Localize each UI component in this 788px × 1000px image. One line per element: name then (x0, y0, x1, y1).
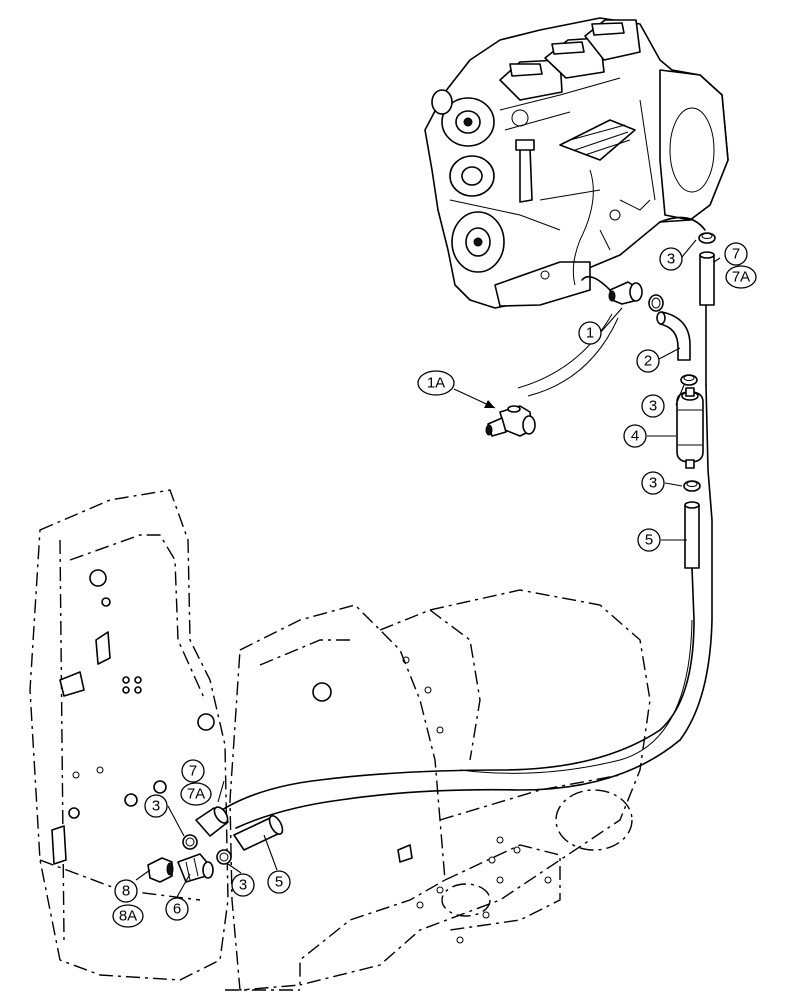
hose-clamp-filter-top (680, 374, 698, 386)
callout-3-filter-bottom-label: 3 (649, 475, 657, 492)
callout-8-label: 8 (122, 883, 130, 900)
callout-7A-lower: 7A (180, 782, 212, 806)
tank-fitting-6 (177, 853, 214, 883)
hose-clamp-upper-left (648, 294, 664, 312)
callout-5-upper: 5 (637, 528, 661, 552)
callout-6: 6 (165, 897, 189, 921)
callout-5-lower: 5 (267, 870, 291, 894)
callout-5-lower-label: 5 (275, 874, 283, 891)
engine-illustration (424, 17, 729, 309)
bent-hose-2 (656, 311, 691, 361)
detail-reference-curve-inner (517, 313, 613, 389)
callout-6-label: 6 (173, 901, 181, 918)
callout-3-lower-right: 3 (231, 873, 255, 897)
callout-4: 4 (623, 424, 647, 448)
callout-2-label: 2 (644, 353, 652, 370)
callout-3-filter-top-label: 3 (649, 398, 657, 415)
callout-3-lower-left: 3 (144, 794, 168, 818)
hose-clamp-top (698, 232, 716, 244)
callout-7A-upper: 7A (725, 265, 757, 289)
fuel-filter-4 (676, 387, 704, 469)
chassis-frame (29, 489, 651, 991)
tank-fitting-8 (147, 857, 174, 883)
callout-8A-label: 8A (119, 908, 137, 925)
callout-3-filter-top: 3 (641, 394, 665, 418)
callout-7-upper-label: 7 (732, 246, 740, 263)
hose-5-lower (233, 815, 284, 851)
callout-1A: 1A (417, 370, 455, 396)
detail-reference-curve-outer (527, 317, 619, 397)
hose-7-lower (195, 806, 229, 837)
callout-4-label: 4 (631, 428, 639, 445)
callout-1A-label: 1A (427, 375, 445, 392)
hose-5 (684, 501, 700, 569)
detail-elbow-fitting (485, 405, 536, 437)
callout-3-upper: 3 (659, 247, 683, 271)
callout-3-lower-left-label: 3 (152, 798, 160, 815)
chassis-details (51, 569, 552, 944)
hose-7 (699, 251, 715, 306)
callout-7-upper: 7 (724, 242, 748, 266)
callout-8: 8 (114, 879, 138, 903)
hose-clamp-lower-right (216, 849, 232, 865)
callout-3-filter-bottom: 3 (641, 471, 665, 495)
callout-7A-upper-label: 7A (732, 269, 750, 286)
callout-1: 1 (578, 321, 602, 345)
return-line-right (679, 384, 713, 741)
callout-7-lower-label: 7 (189, 763, 197, 780)
callout-3-lower-right-label: 3 (239, 877, 247, 894)
callout-5-upper-label: 5 (645, 532, 653, 549)
callout-8A: 8A (112, 904, 144, 928)
hose-clamp-lower-left (182, 834, 198, 850)
callout-7-lower: 7 (181, 759, 205, 783)
leader-lines (135, 239, 721, 898)
hose-clamp-filter-bottom (683, 480, 701, 492)
callout-1-label: 1 (586, 325, 594, 342)
callout-3-upper-label: 3 (667, 251, 675, 268)
line-shade (459, 619, 693, 774)
callout-7A-lower-label: 7A (187, 786, 205, 803)
supply-line-right (659, 567, 695, 731)
supply-line-long (209, 729, 661, 819)
engine-elbow-fitting (608, 281, 643, 305)
callout-2: 2 (636, 349, 660, 373)
